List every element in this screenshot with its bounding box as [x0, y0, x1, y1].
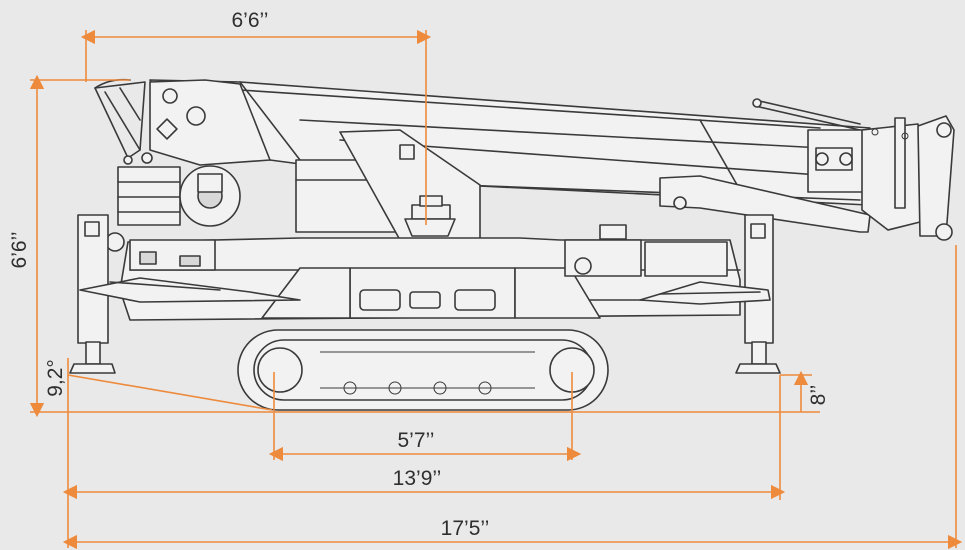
overall-length-label: 17’5’’ [441, 517, 490, 540]
angle-label: 9,2° [44, 359, 67, 397]
outrigger-right [639, 214, 781, 374]
height-label: 6’6’’ [8, 232, 31, 269]
track-length-label: 5’7’’ [398, 429, 435, 452]
clearance-label: 8’’ [807, 385, 830, 406]
crane-machine [69, 78, 955, 411]
winch [117, 165, 241, 227]
boom-tip [807, 115, 955, 241]
boom-rear-head [94, 78, 271, 166]
angle-line [67, 374, 273, 411]
dimension-lines [29, 29, 963, 550]
dimension-labels: 6’6’’ 6’6’’ 9,2° 8’’ 5’7’’ 13’9’’ 17’5’’ [8, 9, 830, 540]
crawler-track [237, 329, 609, 411]
chassis [105, 224, 741, 321]
boom-length-label: 6’6’’ [232, 9, 269, 32]
outrigger-left [69, 214, 301, 374]
outrigger-span-label: 13’9’’ [393, 467, 442, 490]
